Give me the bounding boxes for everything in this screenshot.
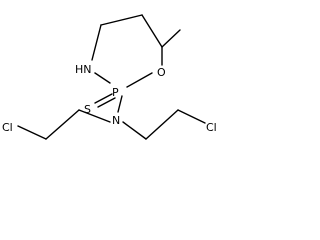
bond-p-nh <box>94 72 111 84</box>
atom-label-nh: HN <box>75 63 92 76</box>
bond-right-c2-cl <box>177 109 206 124</box>
atom-label-cl-right: Cl <box>206 121 217 134</box>
bond-c1-c2 <box>100 14 143 26</box>
bond-n-c-left1 <box>78 109 111 123</box>
bond-right-c1-c2 <box>145 109 179 140</box>
atom-label-o: O <box>157 66 166 79</box>
chemical-structure-diagram: HN P O S N Cl Cl <box>2 14 217 140</box>
atom-label-s: S <box>84 103 91 116</box>
bond-o-p <box>126 72 153 88</box>
bond-p-n <box>117 95 123 113</box>
bond-left-c1-c2 <box>45 109 80 140</box>
bond-p-s-double-b <box>97 97 116 108</box>
atom-label-p: P <box>112 86 119 99</box>
bond-c3-methyl <box>161 29 181 48</box>
bond-p-s-double-a <box>94 93 113 104</box>
bond-left-c2-cl <box>17 125 47 140</box>
atom-label-cl-left: Cl <box>2 121 13 134</box>
bond-n-c-right1 <box>122 121 147 140</box>
atom-label-n: N <box>112 114 120 127</box>
bond-nh-c1 <box>91 24 102 61</box>
bond-c2-c3 <box>141 14 163 48</box>
